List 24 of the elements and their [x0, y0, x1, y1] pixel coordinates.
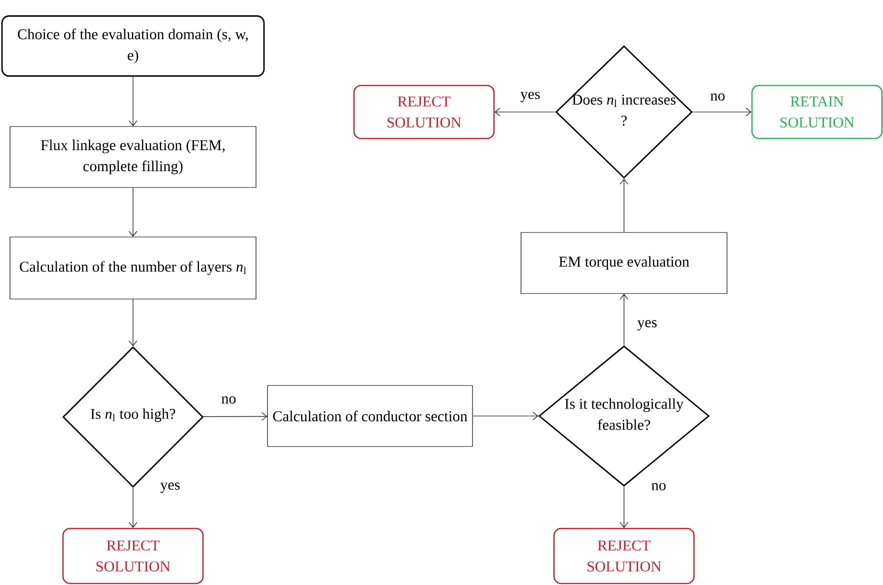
arrow — [494, 108, 556, 116]
process-box: Calculation of the number of layers n$_{l}$ — [10, 236, 256, 300]
arrow — [128, 188, 138, 237]
arrow — [620, 178, 628, 232]
process-box: Calculation of conductor section — [267, 385, 473, 447]
arrow — [620, 294, 628, 346]
arrow — [203, 412, 268, 421]
terminal-box: RETAIN SOLUTION — [751, 84, 883, 140]
edge-label: no — [220, 395, 238, 405]
arrow — [128, 487, 138, 528]
arrow — [620, 486, 628, 528]
terminal-box: REJECT SOLUTION — [62, 528, 204, 584]
edge-label: no — [709, 92, 726, 102]
edge-label: yes — [519, 90, 542, 104]
arrow — [692, 108, 752, 116]
process-box: Flux linkage evaluation (FEM, complete filling) — [10, 126, 256, 188]
arrow — [128, 76, 138, 126]
terminal-box: REJECT SOLUTION — [353, 84, 495, 140]
terminal-box: REJECT SOLUTION — [553, 528, 695, 584]
process-box: EM torque evaluation — [520, 232, 728, 294]
arrow — [472, 412, 538, 420]
arrow — [128, 299, 138, 346]
start-box: Choice of the evaluation domain (s, w, e) — [1, 15, 265, 77]
edge-label: yes — [636, 319, 658, 332]
